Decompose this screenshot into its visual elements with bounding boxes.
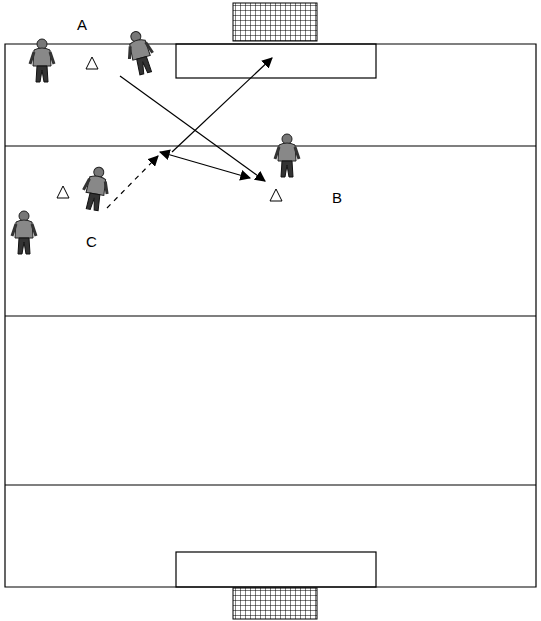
goal-net (233, 588, 317, 619)
player-label: A (77, 17, 87, 32)
player-label: C (86, 234, 97, 249)
player-figures (12, 29, 299, 254)
pass-arrows (107, 58, 272, 208)
goal-net (233, 3, 317, 41)
player-label: B (332, 190, 342, 205)
field-lines (5, 44, 536, 587)
